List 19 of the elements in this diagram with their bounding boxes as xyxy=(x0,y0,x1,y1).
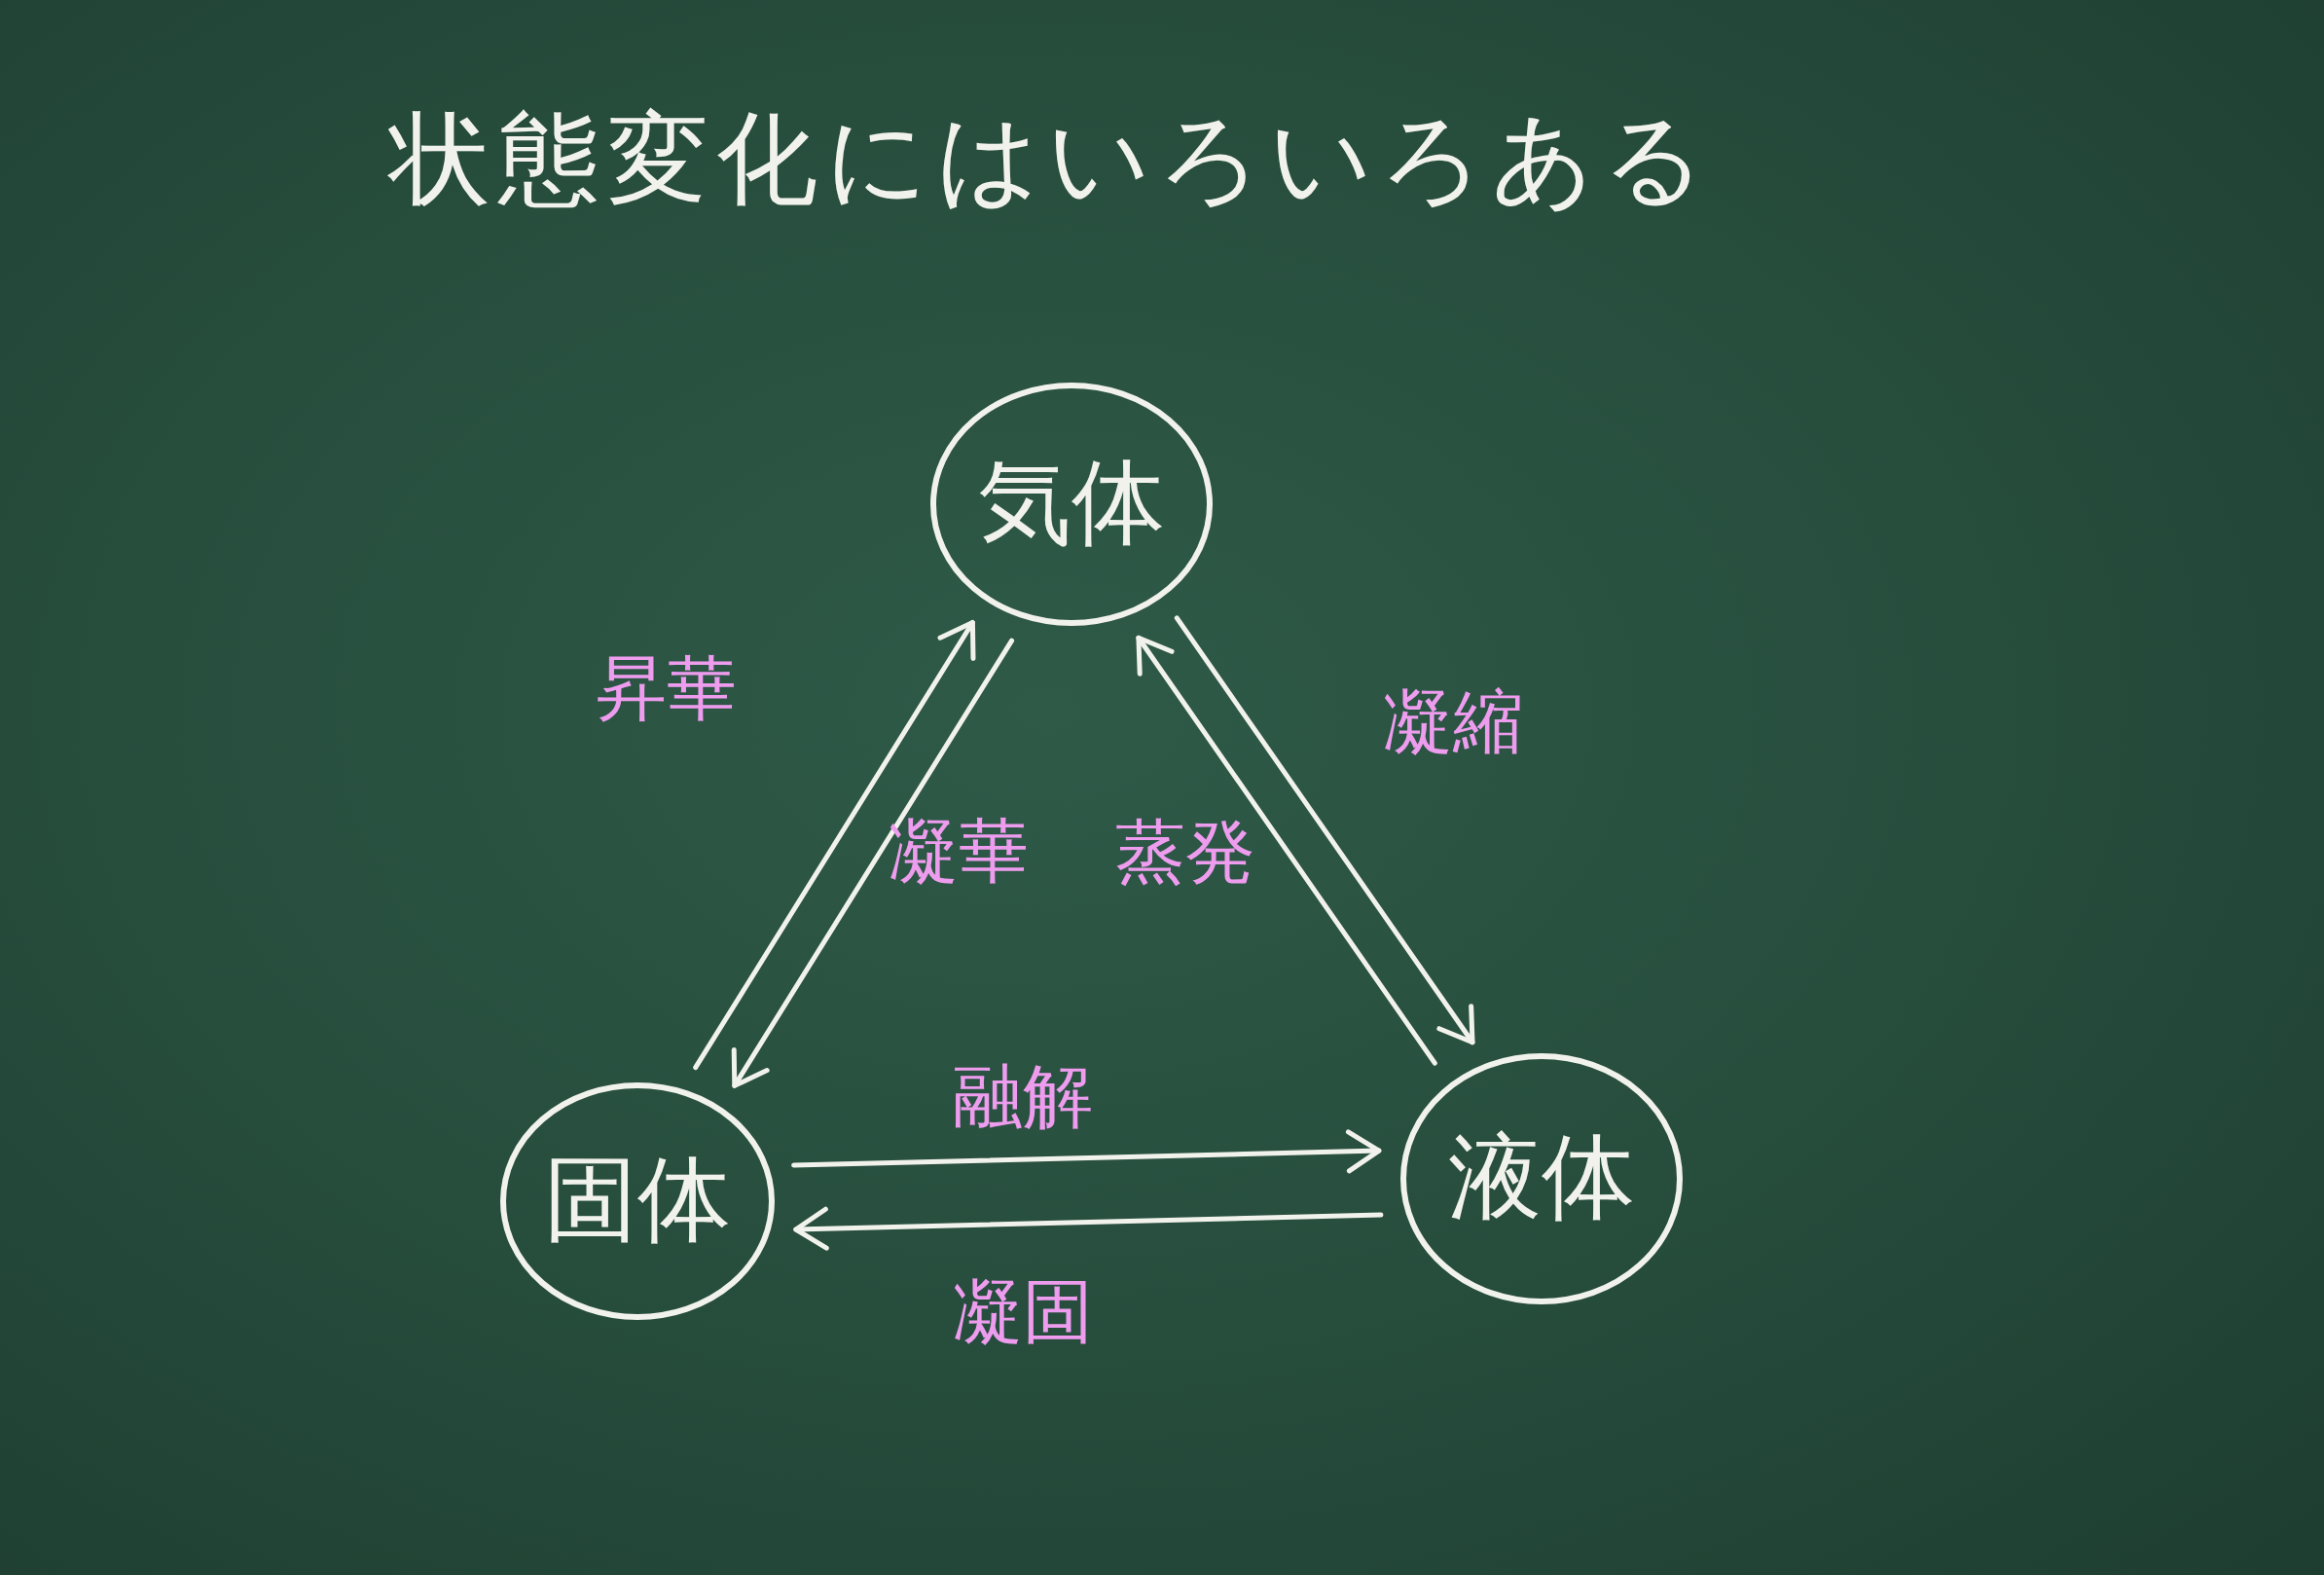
state-label: 液体 xyxy=(1448,1121,1635,1233)
edge-label: 凝固 xyxy=(953,1269,1093,1354)
edge-label: 凝縮 xyxy=(1383,679,1523,764)
arrow xyxy=(693,620,976,1071)
state-label: 固体 xyxy=(544,1144,731,1256)
arrow xyxy=(1174,615,1475,1045)
arrow xyxy=(791,1129,1382,1174)
edge-label: 凝華 xyxy=(889,809,1029,894)
arrow xyxy=(731,638,1015,1088)
state-circle xyxy=(1400,1053,1683,1304)
arrow xyxy=(1136,635,1437,1066)
state-circle xyxy=(930,383,1213,626)
edge-label: 昇華 xyxy=(597,646,737,731)
state-circle xyxy=(500,1082,775,1320)
edge-label: 蒸発 xyxy=(1115,810,1255,895)
title: 状態変化にはいろいろある xyxy=(389,98,1713,220)
state-label: 気体 xyxy=(978,447,1165,559)
arrow xyxy=(793,1206,1384,1251)
edge-label: 融解 xyxy=(953,1054,1093,1139)
